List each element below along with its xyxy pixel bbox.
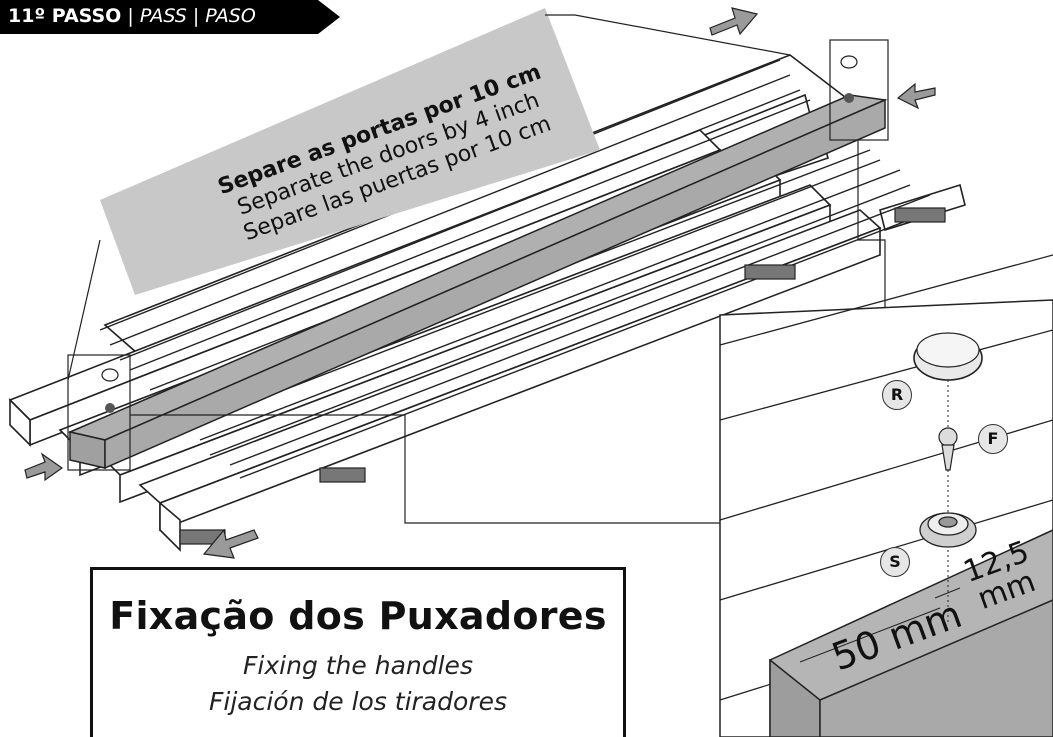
step-pass-label: PASS bbox=[139, 5, 187, 27]
step-number: 11º PASSO bbox=[8, 5, 122, 27]
step-banner: 11º PASSO | PASS | PASO bbox=[0, 0, 340, 34]
banner-background bbox=[0, 0, 340, 34]
cap-icon bbox=[101, 55, 858, 413]
detail-callout-left bbox=[67, 354, 131, 471]
title-es: Fijación de los tiradores bbox=[209, 687, 507, 716]
leader-lines bbox=[67, 14, 886, 524]
part-label-s: S bbox=[880, 547, 910, 577]
washer-icon bbox=[919, 512, 977, 548]
separator-1: | bbox=[127, 5, 134, 27]
screw-icon bbox=[938, 427, 958, 471]
hinge-feet bbox=[179, 207, 946, 545]
title-pt: Fixação dos Puxadores bbox=[109, 594, 607, 638]
part-label-r: R bbox=[882, 380, 912, 410]
step-label: 11º PASSO | PASS | PASO bbox=[8, 5, 256, 27]
detail-callout-right bbox=[829, 39, 889, 141]
move-arrow-icon bbox=[24, 7, 936, 559]
part-label-f: F bbox=[978, 424, 1008, 454]
step-paso-label: PASO bbox=[205, 5, 256, 27]
separator-2: | bbox=[192, 5, 200, 27]
note-band bbox=[100, 8, 600, 295]
title-box: Fixação dos Puxadores Fixing the handles… bbox=[90, 567, 626, 737]
title-en: Fixing the handles bbox=[243, 651, 473, 680]
zoom-detail-panel bbox=[719, 254, 1053, 737]
handle-bar bbox=[67, 94, 888, 470]
